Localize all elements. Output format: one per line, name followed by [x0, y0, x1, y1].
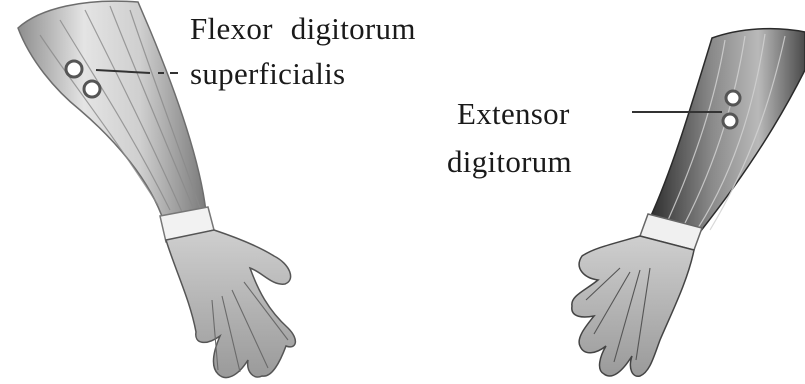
left-electrode-upper	[66, 61, 82, 77]
extensor-label-line2: digitorum	[447, 143, 572, 181]
left-electrode-lower	[84, 81, 100, 97]
right-electrode-lower	[723, 114, 737, 128]
left-hand-shape	[166, 230, 295, 378]
extensor-label-line1: Extensor	[457, 95, 570, 133]
flexor-label-line2: superficialis	[190, 55, 345, 93]
flexor-label-line1: Flexor digitorum	[190, 10, 416, 48]
left-forearm-shape	[18, 1, 206, 222]
right-forearm-posterior	[572, 29, 805, 377]
right-electrode-upper	[726, 91, 740, 105]
right-forearm-shape	[650, 29, 805, 232]
right-hand-shape	[572, 236, 694, 376]
